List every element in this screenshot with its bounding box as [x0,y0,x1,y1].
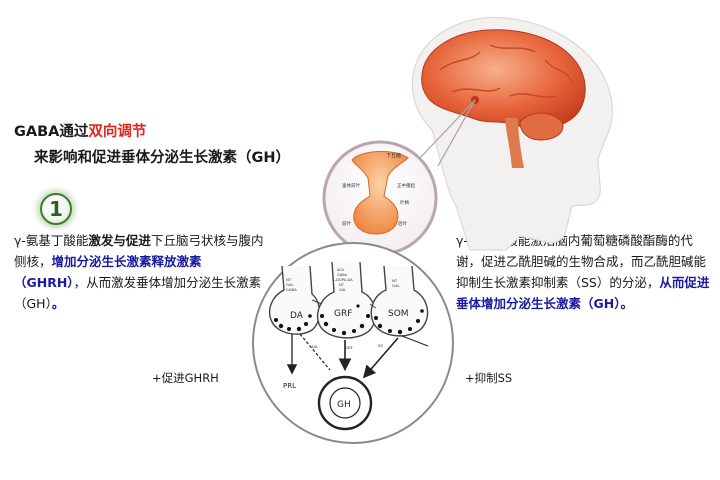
label-left-upper: 垂体前叶 [342,182,360,189]
neuron-da: DA NT GAL GABA [268,265,321,335]
gh-cell: GH [317,375,373,431]
label-right-lower: 后叶 [398,220,407,227]
gh-label: GH [337,400,351,410]
s1-text-b: 下丘脑弓状核与腹内侧核， [14,233,264,269]
label-hypothalamus: 下丘脑 [386,152,401,159]
zoom-line-2 [437,99,476,167]
grf-tag-2: L-DOPA-DA [333,278,353,282]
grf-tag-3: NT [339,283,345,287]
brain-folds [439,44,573,98]
arrow-mark-da: DA [312,344,318,349]
s1-text-bold: 激发与促进 [88,233,151,248]
label-right-mid: 叶柄 [400,199,409,206]
label-right-upper: 正中隆起 [397,182,415,189]
da-tag-0: NT [286,277,292,282]
title-line-1: GABA通过双向调节 [14,120,146,141]
arrow-da-gh [299,333,331,371]
note-promote-ghrh: +促进GHRH [152,371,219,385]
zoom-line-1 [417,99,476,161]
da-tag-2: GABA [286,287,297,292]
s1-text-blue: 增加分泌生长激素释放激素（GHRH） [14,254,202,290]
step-1-badge: 1 [40,193,72,225]
arrow-som-gh [362,337,399,379]
brainstem [505,118,524,168]
title-prefix: GABA通过 [14,124,89,140]
arrow-mark-grf: GRF [345,345,353,350]
neuron-som: SOM NT GAL [370,265,429,337]
label-left-lower: 前叶 [342,220,351,227]
som-label: SOM [388,309,409,319]
grf-tag-1: GABA [337,273,348,277]
arrow-mark-ss: SS [378,343,383,348]
title-highlight: 双向调节 [88,124,147,140]
neuron-diagram: DA NT GAL GABA GRF ACh GABA L-DOPA-DA NT… [252,242,454,444]
note-inhibit-ss: +抑制SS [465,371,513,385]
da-tag-1: GAL [286,282,295,287]
som-tag-1: GAL [392,283,401,288]
arrow-som-loop [401,335,429,347]
s1-text-end: 。 [51,296,65,311]
da-label: DA [290,311,304,321]
title-line-2: 来影响和促进垂体分泌生长激素（GH） [34,150,291,166]
grf-tag-4: GAL [339,288,346,292]
section-1-text: γ-氨基丁酸能激发与促进下丘脑弓状核与腹内侧核，增加分泌生长激素释放激素（GHR… [14,230,270,314]
grf-tag-0: ACh [337,268,344,272]
prl-label: PRL [283,382,296,390]
pituitary-closeup: 下丘脑 垂体前叶 正中隆起 叶柄 前叶 后叶 [322,140,438,256]
cerebellum [519,112,564,141]
som-tag-0: NT [392,278,398,283]
hypothalamus-shape [351,150,409,235]
s2-text-end: 。 [620,296,633,311]
s1-text-a: γ-氨基丁酸能 [14,233,89,248]
head-illustration [411,17,613,251]
s1-text-c: ，从而激发垂体增加分泌生长激素（GH） [14,275,262,311]
s2-text-blue: 从而促进垂体增加分泌生长激素（GH） [456,275,710,311]
grf-label: GRF [334,309,352,319]
